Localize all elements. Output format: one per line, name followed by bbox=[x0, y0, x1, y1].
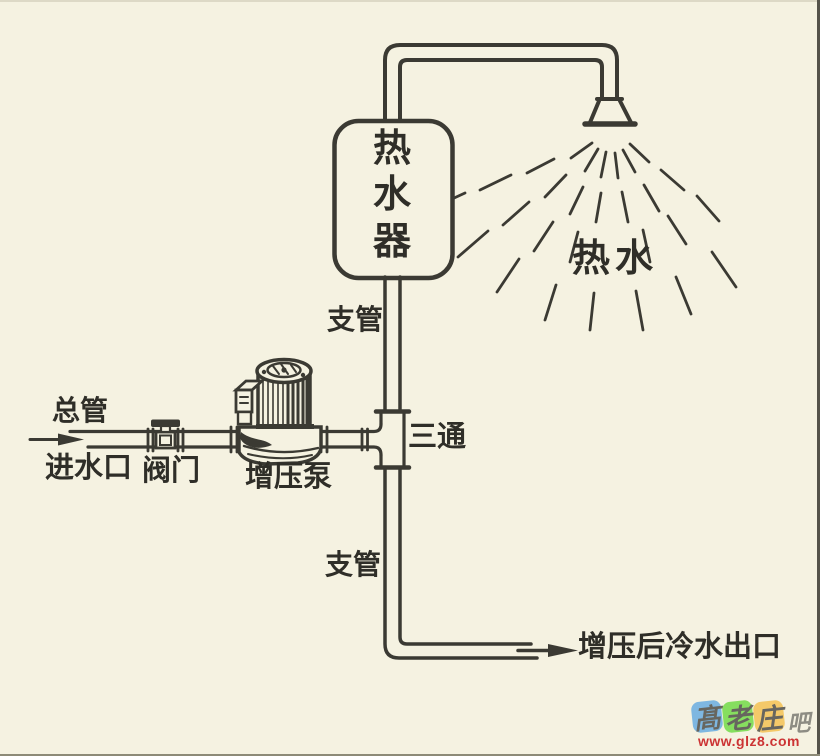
watermark-url: www.glz8.com bbox=[698, 733, 800, 749]
water-heater-label: 热水器 bbox=[372, 128, 411, 263]
scan-edge-top bbox=[0, 0, 820, 2]
scan-edge-bottom bbox=[0, 754, 820, 756]
watermark-suffix: 吧 bbox=[786, 709, 812, 737]
shower-head bbox=[582, 97, 638, 127]
tee-fitting bbox=[373, 409, 412, 470]
hot-water-label: 热水 bbox=[572, 238, 659, 280]
outlet-arrow bbox=[516, 644, 578, 657]
branch-pipe-upper-label: 支管 bbox=[327, 304, 384, 335]
pipe-tee-to-outlet bbox=[383, 467, 539, 660]
branch-pipe-lower-label: 支管 bbox=[325, 549, 382, 580]
tee-label: 三通 bbox=[408, 421, 467, 453]
scan-edge-right bbox=[817, 0, 820, 756]
shower-spray-lines bbox=[426, 141, 738, 332]
watermark-block-1: 髙 bbox=[690, 699, 724, 735]
valve-label: 阀门 bbox=[142, 455, 201, 487]
inlet-label: 进水口 bbox=[45, 452, 133, 484]
main-pipe-label: 总管 bbox=[52, 395, 109, 426]
outlet-label: 增压后冷水出口 bbox=[578, 631, 782, 663]
watermark-block-2: 老 bbox=[721, 699, 755, 735]
site-watermark: 髙 老 庄 吧 www.glz8.com bbox=[690, 698, 818, 754]
booster-pump-label: 增压泵 bbox=[245, 461, 333, 493]
watermark-block-3: 庄 bbox=[752, 699, 786, 735]
water-heater-box bbox=[332, 118, 455, 281]
pipe-heater-to-shower bbox=[383, 43, 619, 125]
pipe-heater-to-tee bbox=[383, 275, 402, 412]
watermark-blocks: 髙 老 庄 吧 bbox=[690, 698, 818, 737]
valve-symbol bbox=[146, 419, 185, 453]
booster-pump-symbol bbox=[229, 357, 329, 466]
main-horizontal-pipe bbox=[68, 422, 383, 457]
flange-before-tee bbox=[360, 427, 369, 452]
inlet-arrow bbox=[28, 433, 84, 446]
